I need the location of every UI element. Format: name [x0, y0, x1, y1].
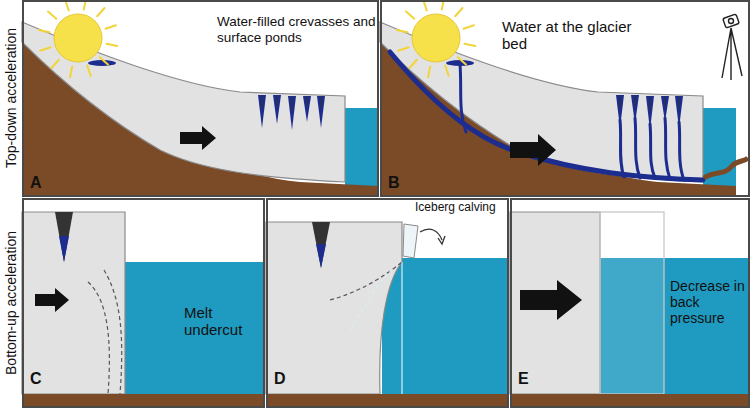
meltwater-channels [620, 120, 624, 177]
sun-ray [106, 44, 117, 46]
row-label: Bottom-up acceleration [3, 231, 19, 375]
sun-ray [105, 25, 115, 28]
melt-lines [88, 270, 122, 394]
sun-ray [48, 12, 56, 19]
glacier-ice [22, 212, 125, 394]
sun-ray [398, 47, 408, 50]
panel-frame: Water at the glacier bedB [380, 0, 750, 197]
sun-ray [40, 47, 50, 50]
melt-lines [88, 282, 109, 394]
panel-letter: E [518, 370, 538, 388]
melt-lines [104, 270, 122, 394]
flow-arrow [180, 126, 216, 150]
melt-lines [350, 270, 392, 330]
meltwater-channels [665, 118, 670, 179]
meltwater-channels [650, 124, 655, 178]
glacier-ice [510, 212, 600, 394]
panel-caption: Melt undercut [184, 304, 262, 339]
sun [412, 14, 460, 62]
panel-frame: Water-filled crevasses and surface ponds… [22, 0, 379, 197]
sun [54, 14, 102, 62]
flow-arrow [520, 280, 582, 320]
sun-ray [52, 60, 59, 68]
melt-lines [330, 262, 402, 330]
bedrock [266, 394, 508, 408]
meltwater-channels [635, 118, 640, 178]
sun-ray [428, 66, 430, 77]
panel-caption: Water-filled crevasses and surface ponds [217, 14, 377, 45]
bedrock [22, 394, 264, 408]
crevasse [312, 222, 330, 268]
meltwater-channels [460, 64, 466, 132]
sun-ray [458, 57, 466, 64]
sea-water [382, 258, 508, 394]
sun-rays [39, 0, 475, 77]
panel-frame: Decrease in back pressureE [510, 198, 750, 408]
meltwater-channels [390, 52, 703, 180]
row-label: Top-down acceleration [3, 28, 19, 168]
sun-ray [445, 65, 448, 75]
panel-frame: Iceberg calvingD [266, 198, 509, 408]
sun-ray [463, 25, 473, 28]
time-lapse-camera [722, 28, 742, 80]
crevasse-water [59, 236, 69, 262]
sea-water [125, 262, 264, 394]
bedrock [510, 394, 750, 408]
glacier-ice [266, 222, 402, 394]
sun-ray [397, 30, 408, 32]
sun-ray [100, 57, 108, 64]
sun-ray [464, 44, 475, 46]
panel-letter: A [30, 174, 50, 192]
panel-caption: Iceberg calving [415, 201, 507, 215]
panel-caption: Decrease in back pressure [670, 278, 748, 326]
panel-letter: B [388, 174, 408, 192]
sun-ray [70, 66, 72, 77]
sediment-plume [704, 158, 748, 178]
sun-ray [97, 8, 104, 16]
calving-arrowhead [438, 236, 445, 244]
panel-caption: Water at the glacier bed [502, 18, 642, 53]
time-lapse-camera [722, 14, 742, 80]
removed-ice-outline [600, 212, 664, 394]
sun-ray [87, 65, 90, 75]
meltwater-channels [390, 52, 703, 180]
crevasse-water [316, 244, 326, 268]
time-lapse-camera [723, 14, 740, 28]
sun-ray [410, 60, 417, 68]
panel-frame: Melt undercutC [22, 198, 265, 408]
crevasse [55, 212, 73, 262]
flow-arrow [510, 134, 556, 166]
panel-letter: D [274, 370, 294, 388]
time-lapse-camera [729, 19, 734, 24]
former-front [401, 262, 402, 394]
sun-ray [406, 12, 414, 19]
melt-lines [330, 262, 402, 300]
meltwater-channels [679, 122, 684, 180]
surface-pond [88, 60, 116, 66]
sun-ray [455, 8, 462, 16]
calving-iceberg [403, 224, 418, 258]
flow-arrow [35, 288, 69, 312]
panel-letter: C [30, 370, 50, 388]
sun-ray [39, 30, 50, 32]
